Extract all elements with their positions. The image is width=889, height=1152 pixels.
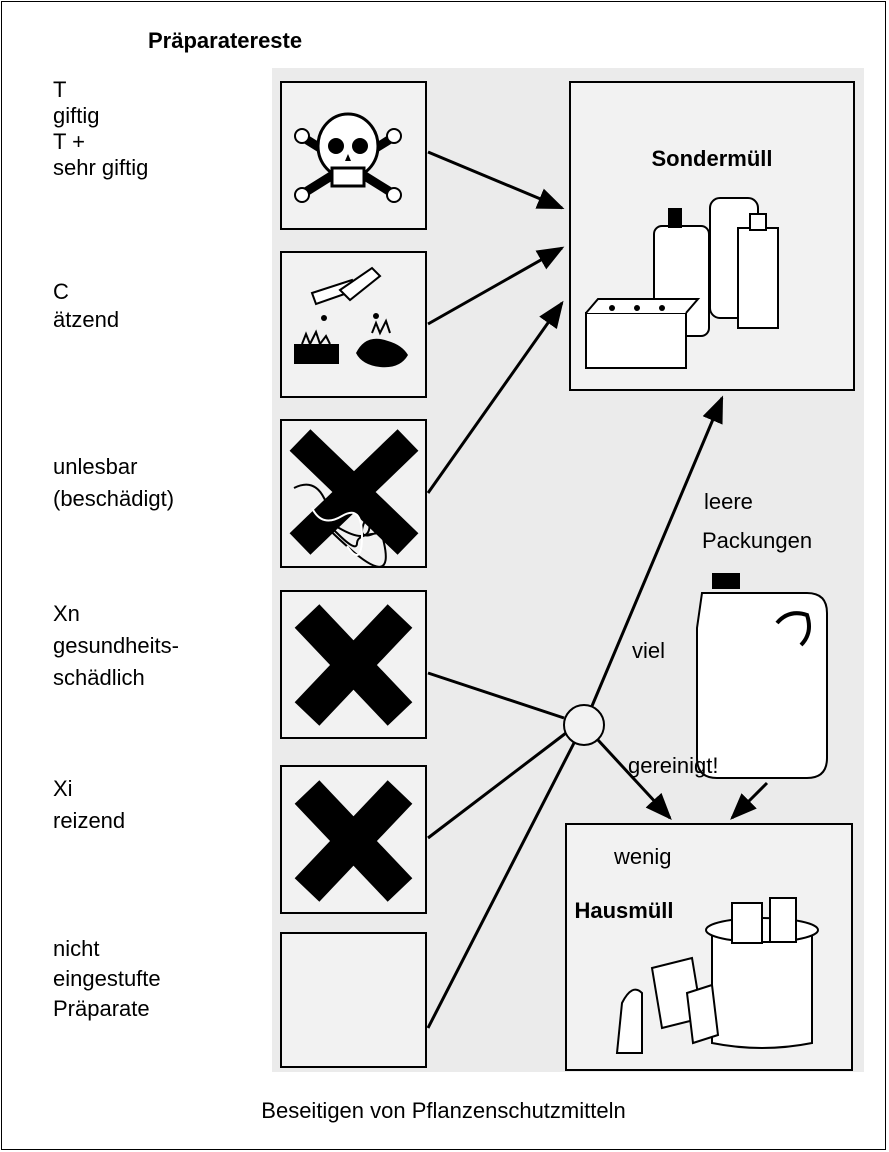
flow-label-little: wenig (613, 844, 671, 869)
special-waste-label: Sondermüll (651, 146, 772, 171)
label-harmful-line1: gesundheits- (53, 633, 179, 658)
label-unreadable-line1: unlesbar (53, 454, 138, 479)
corrosive-icon (280, 251, 427, 398)
arrow-much (590, 395, 724, 707)
label-unclassified: nicht eingestufte Präparate (53, 937, 161, 1021)
label-unclassified-line2: eingestufte (53, 966, 161, 991)
trash-can-icon (615, 897, 819, 1054)
canister-icon (696, 573, 828, 779)
label-unreadable-line2: (beschädigt) (53, 486, 175, 511)
label-unclassified-line3: Präparate (53, 996, 150, 1021)
arrow-little (596, 738, 672, 820)
label-irritant-text: reizend (53, 808, 126, 833)
arrow-toxic (427, 150, 565, 210)
label-unreadable: unlesbar (beschädigt) (53, 455, 174, 511)
label-toxic-code: T (53, 77, 67, 102)
flow-label-empty-packs-2: Packungen (702, 528, 812, 553)
containers-icon (585, 197, 779, 369)
label-harmful-line2: schädlich (53, 665, 145, 690)
flow-label-much: viel (632, 638, 665, 663)
line-irritant (427, 731, 567, 840)
junction-node (563, 704, 605, 746)
label-harmful-code: Xn (53, 601, 80, 626)
harmful-x-icon (280, 590, 427, 739)
label-corrosive: C ätzend (53, 280, 119, 332)
line-harmful (427, 671, 565, 720)
label-very-toxic-text: sehr giftig (53, 155, 149, 180)
label-irritant: Xi reizend (53, 777, 125, 833)
label-corrosive-code: C (53, 279, 69, 304)
household-waste-label: Hausmüll (574, 898, 673, 923)
arrow-corrosive (427, 246, 565, 326)
flow-label-cleaned: gereinigt! (628, 753, 719, 778)
irritant-x-icon (280, 765, 427, 914)
label-corrosive-text: ätzend (53, 307, 120, 332)
figure-title: Präparatereste (148, 28, 303, 53)
line-unclassified (426, 742, 576, 1029)
label-very-toxic-code: T + (53, 129, 86, 154)
label-toxic-text: giftig (53, 103, 100, 128)
label-unclassified-line1: nicht (53, 936, 100, 961)
arrow-unreadable (426, 300, 564, 494)
damaged-label-icon (280, 419, 427, 568)
label-toxic: T giftig T + sehr giftig (53, 78, 148, 180)
skull-icon (280, 81, 427, 230)
special-waste-box: Sondermüll (569, 81, 855, 391)
label-irritant-code: Xi (53, 776, 73, 801)
blank-box-icon (280, 932, 427, 1068)
figure-caption: Beseitigen von Pflanzenschutzmitteln (261, 1098, 626, 1123)
arrow-cleaned (730, 781, 769, 820)
flow-label-empty-packs-1: leere (704, 489, 753, 514)
label-harmful: Xn gesundheits- schädlich (53, 602, 179, 690)
disposal-diagram: Sondermüll Hausmüll (272, 68, 864, 1072)
household-waste-box: Hausmüll (565, 823, 853, 1071)
